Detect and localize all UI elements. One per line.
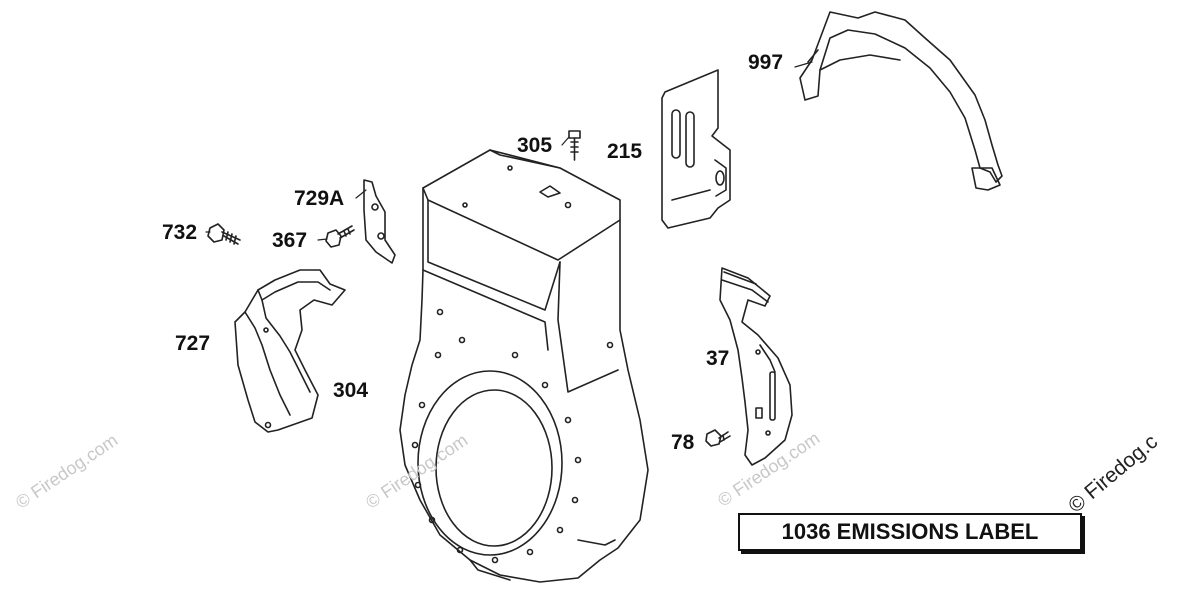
label-78: 78 [671,431,695,454]
part-727-shape [235,270,345,432]
part-78-shape [706,430,730,446]
part-997-shape [800,12,1002,190]
label-732: 732 [162,221,198,244]
label-727: 727 [175,332,211,355]
part-37-shape [720,268,792,465]
label-37: 37 [706,347,730,370]
part-367-shape [326,226,354,247]
part-215-shape [662,70,730,228]
part-732-shape [208,224,240,244]
label-305: 305 [517,134,553,157]
part-305-shape [569,131,580,160]
emissions-label-box: 1036 EMISSIONS LABEL [738,513,1082,551]
label-997: 997 [748,51,784,74]
emissions-label-text: 1036 EMISSIONS LABEL [781,519,1039,544]
leader-lines [206,62,812,240]
label-729a: 729A [294,187,345,210]
part-729a-shape [364,180,395,263]
label-367: 367 [272,229,308,252]
label-215: 215 [607,140,643,163]
part-304-shape [400,150,648,582]
label-304: 304 [333,379,369,402]
